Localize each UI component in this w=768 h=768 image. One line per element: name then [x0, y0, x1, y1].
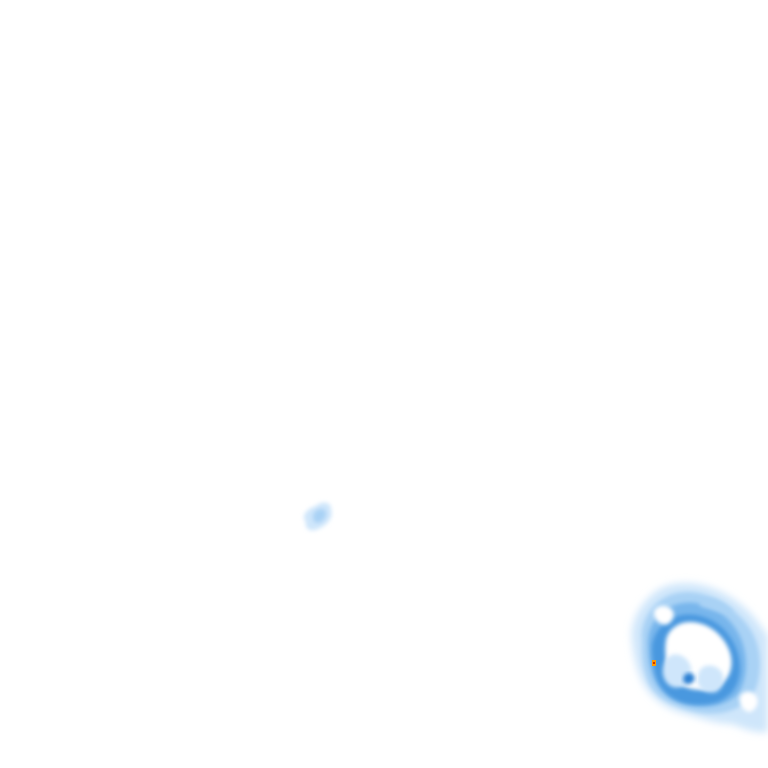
- large-cell-southeast: [631, 583, 768, 733]
- small-patch-west: [303, 502, 332, 531]
- hotspot-southeast: [652, 660, 656, 666]
